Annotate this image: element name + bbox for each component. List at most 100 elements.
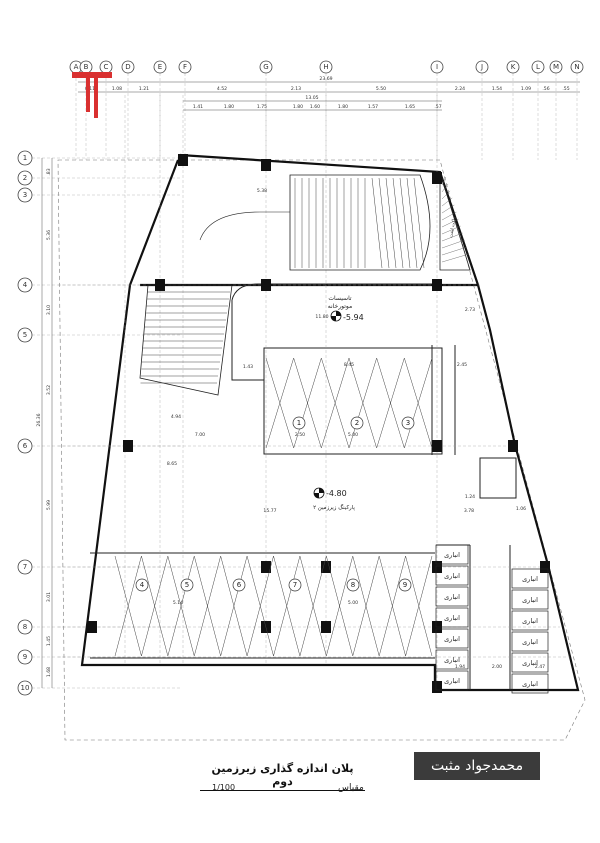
level-marker-parking: -4.80 پارکینگ زیرزمین ۲ [313,487,355,511]
parking-bay-markings [114,357,433,657]
dim-label: 0.11 [85,86,95,92]
axis-bubble [17,649,33,665]
hatch-line [441,197,453,207]
axis-label-8: 8 [23,623,27,631]
straight-staircase [139,284,233,396]
dim-label: 5.38 [257,188,267,194]
bay-bubble [401,416,415,430]
storage-label: انباری [444,635,460,643]
storage-label: انباری [444,572,460,580]
dim-label: 1.08 [112,86,122,92]
bay-mark [167,555,221,657]
dim-label: 5.14 [173,600,183,606]
bay-mark [265,357,322,449]
bay-bubble [350,416,364,430]
bay-bubble [292,416,306,430]
hatch-line [441,232,463,242]
hatch-line [441,183,449,193]
axis-bubble [17,150,33,166]
spiral-ramp [199,174,431,271]
scale-label: مقیاس [338,783,364,793]
dim-label: 1.24 [465,494,475,500]
axis-label-2: 2 [23,174,27,182]
bay-mark [265,357,322,449]
bay-number-8: 8 [351,581,355,589]
ramp-line [378,177,390,269]
axis-bubble [259,60,273,74]
dim-label: 11.80 [315,314,328,320]
ramp-line [406,177,418,269]
axis-bubble [178,60,192,74]
column [261,279,271,291]
dim-label: 5.99 [46,500,52,510]
dim-label: 2.73 [465,307,475,313]
dim-label: 1.65 [405,104,415,110]
dim-label: 5.00 [348,432,358,438]
axis-label-a: A [74,63,79,71]
ramp-line [392,177,404,269]
bay-mark [378,555,433,657]
dim-label: 1.21 [139,86,149,92]
bay-number-7: 7 [293,581,297,589]
bay-bubble [398,578,412,592]
hatch-line [441,218,459,228]
axis-bubble [17,187,33,203]
dim-label: 1.43 [243,364,253,370]
dim-label: 13.05 [305,95,318,101]
axis-bubble [17,170,33,186]
storage-label: انباری [444,551,460,559]
axis-label-e: E [158,63,162,71]
dim-label: 3.01 [46,592,52,602]
dim-label: 8.65 [167,461,177,467]
bay-mark [376,357,433,449]
dim-label: 1.68 [46,667,52,677]
site-boundary [57,159,586,741]
storage-room [511,589,549,610]
designer-name-banner: محمدجواد مثبت [414,752,540,780]
storage-room [511,568,549,589]
dim-label: .55 [562,86,569,92]
axis-label-4: 4 [23,281,28,289]
bay-bubble [232,578,246,592]
dim-label: 1.94 [455,664,465,670]
storage-label: انباری [522,617,538,625]
dim-total: 26.36 [36,413,42,426]
axis-label-d: D [125,63,130,71]
ramp-line [413,177,425,269]
dim-label: .57 [434,104,441,110]
top-dimension-lines [78,81,580,111]
axis-bubble [430,60,444,74]
dim-label: 3.10 [46,305,52,315]
grid-lines [58,95,570,690]
axis-bubble [121,60,135,74]
dim-label: 1.41 [193,104,203,110]
dim-total: 23.69 [319,76,332,82]
bay-mark [114,555,169,657]
storage-label: انباری [522,680,538,688]
column [508,440,518,452]
dim-label: 5.50 [376,86,386,92]
axis-label-l: L [536,63,540,71]
column [321,621,331,633]
axis-bubble [17,438,33,454]
column [432,279,442,291]
bay-mark [220,555,274,657]
top-dimension-labels: 0.111.081.214.522.135.502.241.541.09.56.… [85,76,570,110]
bay-number-5: 5 [185,581,189,589]
bay-mark [273,555,327,657]
bay-mark [326,555,380,657]
storage-room [435,586,469,607]
storage-label: انباری [522,596,538,604]
dim-label: 8.45 [344,362,354,368]
dim-label: 3.52 [46,385,52,395]
storage-room [435,670,469,691]
dim-label: 2.00 [492,664,502,670]
axis-bubble [17,559,33,575]
dim-label: .83 [46,168,52,175]
level-marker-upper: -5.94 تاسیسات موتورخانه [328,295,364,322]
bay-number-2: 2 [355,419,359,427]
